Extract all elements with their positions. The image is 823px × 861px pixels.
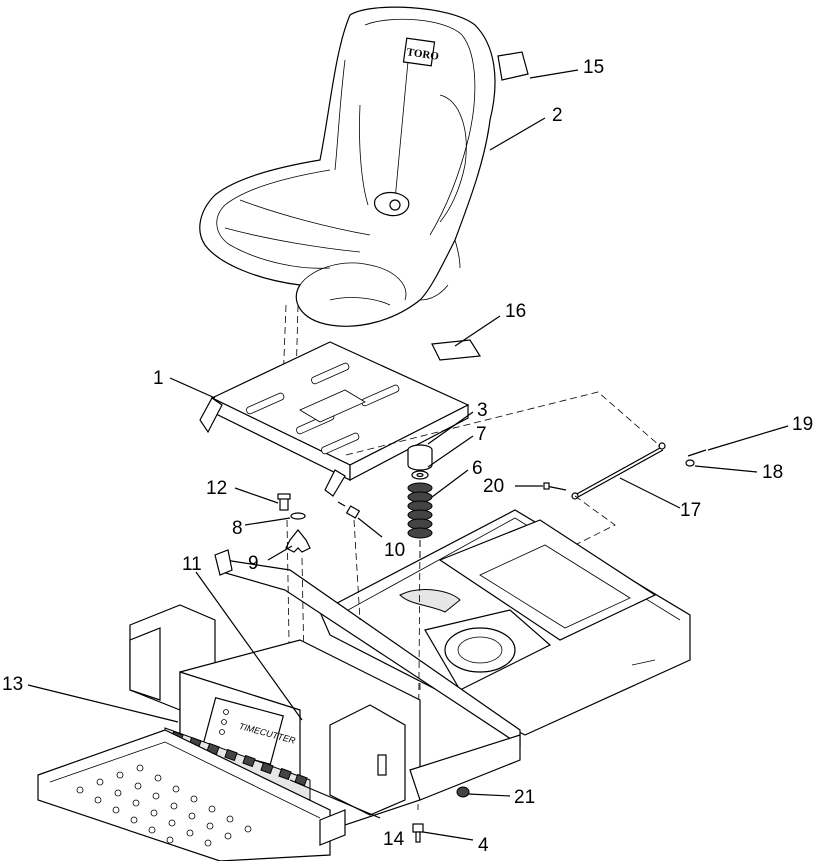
callout-1: 1 bbox=[153, 368, 164, 389]
seat-plate-part-1 bbox=[199, 341, 470, 497]
callout-20: 20 bbox=[483, 476, 504, 497]
seat-logo: TORO bbox=[406, 46, 440, 62]
callout-17: 17 bbox=[680, 500, 701, 521]
callout-21: 21 bbox=[514, 787, 535, 808]
footplate-holes bbox=[76, 764, 252, 847]
washer-part-8 bbox=[290, 512, 306, 520]
mower-frame: TIMECUTTER bbox=[37, 509, 691, 861]
callout-labels: 15 2 16 1 3 7 6 19 18 20 17 12 8 9 10 11… bbox=[2, 57, 813, 856]
bolt-part-10 bbox=[337, 501, 361, 519]
callout-7: 7 bbox=[476, 424, 487, 445]
callout-8: 8 bbox=[232, 518, 243, 539]
bumper-part-3 bbox=[407, 444, 433, 471]
callout-2: 2 bbox=[552, 105, 563, 126]
bolt-part-12 bbox=[277, 493, 291, 511]
leader-lines bbox=[27, 69, 789, 841]
bolt-part-4 bbox=[412, 823, 424, 843]
callout-13: 13 bbox=[2, 674, 23, 695]
knob-part-9 bbox=[285, 529, 311, 553]
spring-part-6 bbox=[407, 482, 433, 539]
seat-part-2: TORO bbox=[199, 6, 496, 327]
callout-6: 6 bbox=[472, 458, 483, 479]
callout-9: 9 bbox=[248, 553, 259, 574]
callout-19: 19 bbox=[792, 414, 813, 435]
nut-part-21 bbox=[456, 786, 470, 798]
callout-11: 11 bbox=[182, 554, 202, 575]
clevis-part-20 bbox=[543, 482, 567, 491]
cotter-part-19 bbox=[687, 449, 707, 457]
callout-12: 12 bbox=[206, 478, 227, 499]
callout-14: 14 bbox=[383, 829, 405, 850]
callout-16: 16 bbox=[505, 301, 526, 322]
callout-3: 3 bbox=[477, 400, 488, 421]
rod-part-17 bbox=[571, 442, 666, 500]
decal-part-15 bbox=[497, 51, 529, 81]
callout-15: 15 bbox=[583, 57, 604, 78]
washer-part-7 bbox=[411, 470, 429, 480]
callout-18: 18 bbox=[762, 462, 783, 483]
callout-10: 10 bbox=[384, 540, 405, 561]
callout-4: 4 bbox=[478, 835, 489, 856]
pin-part-18 bbox=[685, 459, 695, 467]
decal-part-16 bbox=[431, 339, 482, 361]
